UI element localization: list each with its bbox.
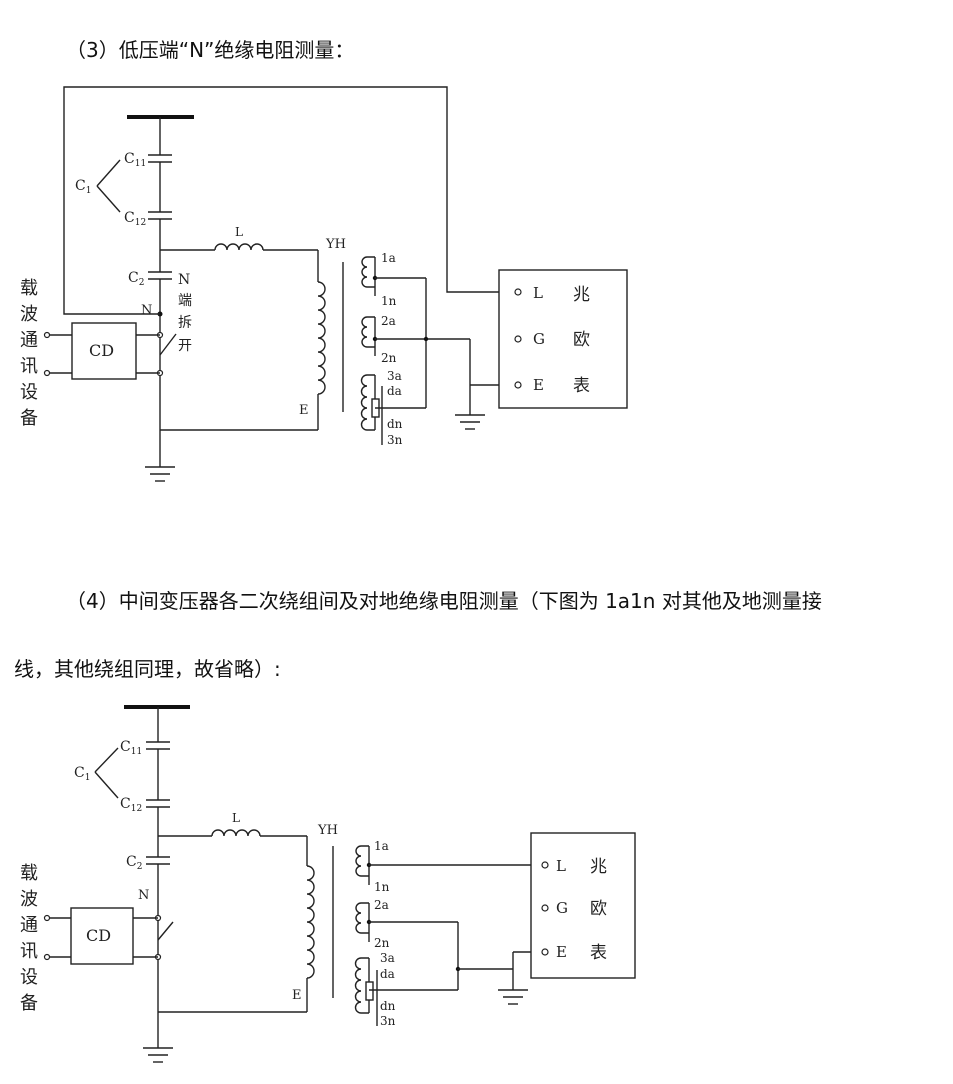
wda-label: da [380,967,395,981]
cd-box [71,322,137,380]
inductor-l [211,829,261,837]
w1n-label: 1n [374,880,390,894]
c1-label: C1 [75,178,91,196]
carrier-text-6: 备 [20,993,38,1014]
w3n-label: 3n [387,433,403,447]
cd-label: CD [86,926,111,945]
carrier-text-4: 讯 [20,356,38,377]
inductor-l [214,243,264,251]
c2-label: C2 [128,270,144,288]
terminal-g-label: G [556,899,568,917]
diagram-n-terminal-insulation: C11 C12 C1 C2 L E YH N 端 拆 开 N CD [20,86,628,482]
yh-primary-winding [317,281,326,395]
c12-label: C12 [120,796,142,814]
yh-label: YH [325,237,346,252]
n-switch [159,333,177,356]
c11-label: C11 [120,739,142,757]
n-to-l-wire [63,86,513,315]
meter-char-2: 欧 [573,330,590,350]
winding-3-icon [354,957,369,1014]
w3n-label: 3n [380,1014,396,1028]
carrier-text-1: 载 [20,278,38,299]
n-node-label: N [138,888,149,903]
w2a-label: 2a [381,314,396,328]
winding-1-icon [361,256,375,288]
wdn-label: dn [387,417,403,431]
cd-label: CD [89,341,114,360]
diagram-secondary-winding-insulation: C11 C12 C1 C2 L E YH N CD 载 波 通 讯 设 备 [20,705,636,1063]
c12-label: C12 [124,210,146,228]
winding-1-icon [355,845,369,877]
meter-char-1: 兆 [573,285,590,305]
terminal-e-label: E [533,376,544,394]
section-4-heading-line-1: （4）中间变压器各二次绕组间及对地绝缘电阻测量（下图为 1a1n 对其他及地测量… [66,589,822,613]
inductor-label: L [232,811,240,825]
n-switch [157,921,174,941]
n-label-vertical-4: 开 [178,338,192,354]
w2n-label: 2n [374,936,390,950]
w1a-label: 1a [374,839,389,853]
c2-label: C2 [126,854,142,872]
w1n-label: 1n [381,294,397,308]
terminal-e-label: E [556,943,567,961]
w3a-label: 3a [387,369,402,383]
carrier-text-2: 波 [20,304,38,325]
primary-e-label: E [299,403,309,418]
section-4-heading-line-2: 线，其他绕组同理，故省略）: [14,657,281,681]
carrier-text-3: 通 [20,915,38,936]
winding-3-icon [360,374,375,431]
w3a-label: 3a [380,951,395,965]
cd-box [70,907,134,965]
n-label-vertical-2: 端 [178,293,192,309]
yh-primary-winding [306,865,315,979]
c11-label: C11 [124,151,146,169]
resistor-icon [365,981,374,1001]
w2n-label: 2n [381,351,397,365]
yh-label: YH [317,823,338,838]
wdn-label: dn [380,999,396,1013]
meter-char-1: 兆 [590,857,607,877]
wda-label: da [387,384,402,398]
carrier-text-5: 设 [20,967,38,988]
meter-char-3: 表 [573,376,590,396]
n-label-vertical-1: N [178,272,190,288]
w1a-label: 1a [381,251,396,265]
primary-e-label: E [292,988,302,1003]
terminal-g-label: G [533,330,545,348]
carrier-text-6: 备 [20,408,38,429]
meter-char-2: 欧 [590,899,607,919]
terminal-l-label: L [533,284,543,302]
carrier-text-3: 通 [20,330,38,351]
carrier-text-4: 讯 [20,941,38,962]
w2a-label: 2a [374,898,389,912]
megohmmeter-box [530,832,636,979]
winding-2-icon [355,902,369,934]
c1-label: C1 [74,765,90,783]
inductor-label: L [235,225,243,239]
n-node-label: N [141,303,152,318]
winding-2-icon [361,316,375,348]
section-3-heading: （3）低压端“N”绝缘电阻测量： [66,38,355,62]
carrier-text-2: 波 [20,889,38,910]
carrier-text-5: 设 [20,382,38,403]
terminal-l-label: L [556,857,566,875]
carrier-text-1: 载 [20,863,38,884]
n-label-vertical-3: 拆 [178,315,192,331]
meter-char-3: 表 [590,943,607,963]
